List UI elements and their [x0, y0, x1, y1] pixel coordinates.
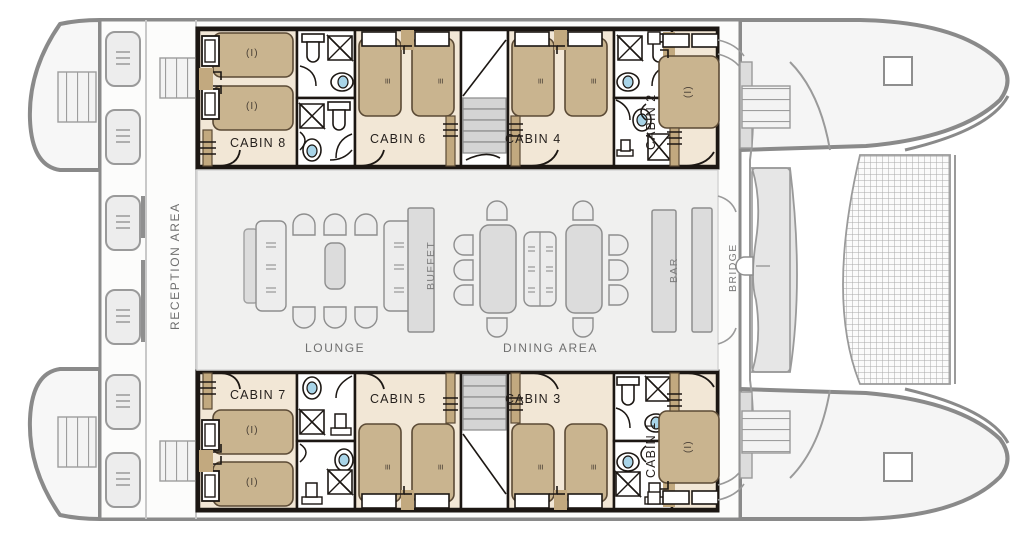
- bathroom-lower-port: [295, 371, 357, 511]
- lounge-furniture: [243, 207, 435, 333]
- bathroom-upper-port: [295, 28, 357, 168]
- cabin2-room[interactable]: [647, 28, 745, 168]
- ladder-steps: [57, 57, 203, 482]
- cabin8-bed-mark-2: (I): [246, 101, 259, 112]
- cabin8-room[interactable]: [197, 28, 299, 168]
- deck-hatches: [883, 56, 913, 482]
- cabin8-label: CABIN 8: [230, 136, 287, 150]
- staircase-upper: [459, 28, 510, 168]
- cabin4-label: CABIN 4: [505, 132, 562, 146]
- cabin3-room[interactable]: [506, 371, 616, 511]
- cabin4-room[interactable]: [506, 28, 616, 168]
- cabin6-bed-mark-1: ≡: [383, 77, 394, 84]
- port-railing-pods: [105, 31, 141, 508]
- upper-cabin-block: [195, 26, 745, 170]
- cabin2-bed-mark: (I): [683, 85, 694, 98]
- common-area: [196, 169, 719, 371]
- cabin7-room[interactable]: [197, 371, 299, 511]
- cabin7-bed-mark-1: (I): [246, 425, 259, 436]
- bow-trampoline-net: [842, 154, 956, 385]
- buffet-label: BUFFET: [425, 240, 437, 290]
- cabin4-bed-mark-2: ≡: [589, 77, 600, 84]
- cabin1-label: CABIN 1: [644, 421, 658, 478]
- staircase-lower: [459, 371, 510, 511]
- lower-cabin-block: [195, 369, 745, 513]
- reception-area-label: RECEPTION AREA: [168, 202, 182, 330]
- cabin3-label: CABIN 3: [505, 392, 562, 406]
- dining-furniture: [453, 200, 677, 338]
- cabin5-room[interactable]: [353, 371, 463, 511]
- bridge-area: [691, 39, 831, 501]
- cabin4-bed-mark-1: ≡: [536, 77, 547, 84]
- cabin3-bed-mark-2: ≡: [589, 463, 600, 470]
- cabin2-label: CABIN 2: [644, 93, 658, 150]
- cabin8-bed-mark-1: (I): [246, 48, 259, 59]
- cabin5-label: CABIN 5: [370, 392, 427, 406]
- cabin7-bed-mark-2: (I): [246, 477, 259, 488]
- cabin6-label: CABIN 6: [370, 132, 427, 146]
- cabin6-bed-mark-2: ≡: [436, 77, 447, 84]
- cabin6-room[interactable]: [353, 28, 463, 168]
- cabin7-label: CABIN 7: [230, 388, 287, 402]
- lounge-label: LOUNGE: [305, 341, 366, 355]
- cabin1-room[interactable]: [647, 371, 745, 511]
- cabin1-bed-mark: (I): [683, 440, 694, 453]
- cabin5-bed-mark-2: ≡: [436, 463, 447, 470]
- cabin5-bed-mark-1: ≡: [383, 463, 394, 470]
- bridge-label: BRIDGE: [727, 243, 739, 292]
- bar-label: BAR: [668, 257, 680, 283]
- cabin3-bed-mark-1: ≡: [536, 463, 547, 470]
- dining-area-label: DINING AREA: [503, 341, 598, 355]
